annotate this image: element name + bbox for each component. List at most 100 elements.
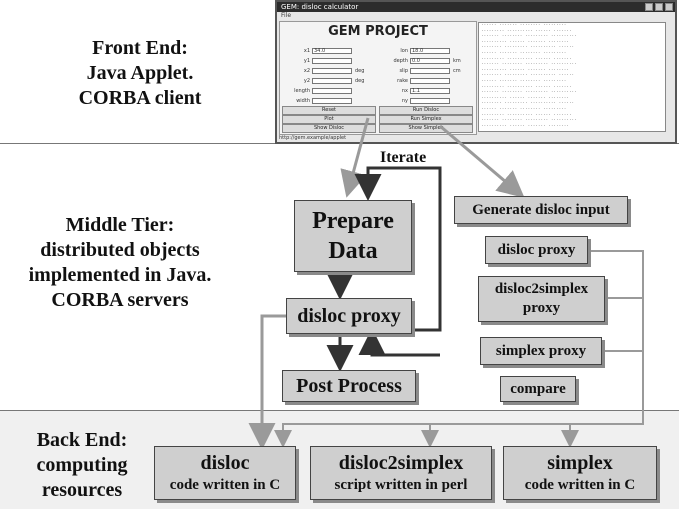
param-label: lon xyxy=(400,48,408,54)
output-line: ········ ········· ·········· ······ xyxy=(481,45,575,51)
arrow-loop-return xyxy=(358,328,440,357)
param-label: rake xyxy=(397,78,408,84)
param-label: slip xyxy=(399,68,408,74)
output-line: ········ ········· ·········· ······ xyxy=(481,73,575,79)
front-end-label: Front End: Java Applet. CORBA client xyxy=(78,37,202,109)
param-label: x2 xyxy=(303,68,310,74)
simplex-backend-box: simplex code written in C xyxy=(503,446,657,500)
output-line: ········· ·········· ······ ······· xyxy=(481,84,572,90)
middle-tier-label: Middle Tier: distributed objects impleme… xyxy=(28,214,212,311)
param-unit: deg xyxy=(355,68,365,74)
param-label: length xyxy=(294,88,310,94)
param-unit: km xyxy=(453,58,461,64)
status-text: http://gem.example/applet xyxy=(279,135,347,141)
output-line: ········· ·········· ······ ······· xyxy=(481,112,572,118)
param-input[interactable]: 34.0 xyxy=(312,48,352,54)
line-disloc-proxy xyxy=(274,250,644,448)
gem-project-title: GEM PROJECT xyxy=(328,24,428,39)
applet-status-bar: http://gem.example/applet xyxy=(279,134,479,142)
applet-window-title: GEM: disloc calculator xyxy=(281,3,359,11)
param-input[interactable] xyxy=(312,78,352,84)
disloc-proxy-box: disloc proxy xyxy=(485,236,588,264)
disloc2simplex-proxy-box: disloc2simplex proxy xyxy=(478,276,605,322)
output-line: ········ ········· ·········· ······ xyxy=(481,101,575,107)
param-unit: deg xyxy=(355,78,365,84)
param-input[interactable]: 1.1 xyxy=(410,88,450,94)
param-row: length xyxy=(282,88,372,95)
arrow-applet-to-generate xyxy=(439,124,525,198)
back-end-label: Back End: computing resources xyxy=(36,429,128,501)
disloc2simplex-backend-box: disloc2simplex script written in perl xyxy=(310,446,492,500)
iterate-label: Iterate xyxy=(380,149,427,166)
applet-output-area[interactable]: ······ ······· ········ ········· ······… xyxy=(478,22,666,132)
output-line: ······ ······· ········ ········· xyxy=(481,106,567,112)
output-line: ······ ······· ········ ········· xyxy=(481,50,567,56)
applet-titlebar: GEM: disloc calculator xyxy=(277,2,675,12)
menu-file[interactable]: File xyxy=(281,12,292,19)
param-input[interactable]: 18.0 xyxy=(410,48,450,54)
output-line: ·········· ······ ······· ········ xyxy=(481,39,569,45)
applet-button[interactable]: Plot xyxy=(282,115,376,124)
arrow-applet-to-prepare xyxy=(340,117,370,198)
simplex-proxy-box: simplex proxy xyxy=(480,337,602,365)
output-line: ·········· ······ ······· ········ xyxy=(481,67,569,73)
output-line: ······· ········ ········· ·········· xyxy=(481,118,577,124)
param-input[interactable] xyxy=(312,98,352,104)
output-line: ······· ········ ········· ·········· xyxy=(481,90,577,96)
close-icon[interactable] xyxy=(665,3,673,11)
applet-button[interactable]: Run Disloc xyxy=(379,106,473,115)
output-line: ······ ······· ········ ········· xyxy=(481,23,567,28)
applet-menubar: File xyxy=(277,12,675,20)
minimize-icon[interactable] xyxy=(645,3,653,11)
param-label: x1 xyxy=(303,48,310,54)
applet-button[interactable]: Run Simplex xyxy=(379,115,473,124)
arrow-iterate-loop xyxy=(354,166,442,332)
param-row: slip cm xyxy=(380,68,470,75)
param-row: width xyxy=(282,98,372,105)
compare-box: compare xyxy=(500,376,576,402)
param-input[interactable] xyxy=(312,68,352,74)
param-input[interactable] xyxy=(312,58,352,64)
maximize-icon[interactable] xyxy=(655,3,663,11)
param-input[interactable] xyxy=(410,68,450,74)
param-input[interactable]: 0.0 xyxy=(410,58,450,64)
disloc-backend-box: disloc code written in C xyxy=(154,446,296,500)
param-input[interactable] xyxy=(410,98,450,104)
applet-button[interactable]: Show Disloc xyxy=(282,124,376,133)
applet-window: GEM: disloc calculator File GEM PROJECT … xyxy=(275,0,677,144)
param-row: y1 xyxy=(282,58,372,65)
applet-button[interactable]: Show Simplex xyxy=(379,124,473,133)
output-line: ········· ·········· ······ ······· xyxy=(481,28,572,34)
param-label: ny xyxy=(401,98,408,104)
param-label: width xyxy=(296,98,310,104)
param-row: y2 deg xyxy=(282,78,372,85)
param-unit: cm xyxy=(453,68,461,74)
param-row: x2 deg xyxy=(282,68,372,75)
output-line: ······ ······· ········ ········· xyxy=(481,78,567,84)
param-label: nx xyxy=(401,88,408,94)
param-label: y1 xyxy=(303,58,310,64)
param-row: ny xyxy=(380,98,470,105)
output-line: ·········· ······ ······· ········ xyxy=(481,123,569,129)
post-process-box: Post Process xyxy=(282,370,416,402)
output-line: ······· ········ ········· ·········· xyxy=(481,62,577,68)
param-label: y2 xyxy=(303,78,310,84)
prepare-data-box: Prepare Data xyxy=(294,200,412,272)
param-input[interactable] xyxy=(312,88,352,94)
generate-disloc-input-box: Generate disloc input xyxy=(454,196,628,224)
output-line: ········· ·········· ······ ······· xyxy=(481,56,572,62)
output-line: ······· ········ ········· ·········· xyxy=(481,34,577,40)
param-label: depth xyxy=(393,58,408,64)
param-row: rake xyxy=(380,78,470,85)
disloc-proxy-main-box: disloc proxy xyxy=(286,298,412,334)
arrow-proxy-to-disloc xyxy=(248,314,286,450)
param-input[interactable] xyxy=(410,78,450,84)
applet-button[interactable]: Reset xyxy=(282,106,376,115)
output-line: ·········· ······ ······· ········ xyxy=(481,95,569,101)
